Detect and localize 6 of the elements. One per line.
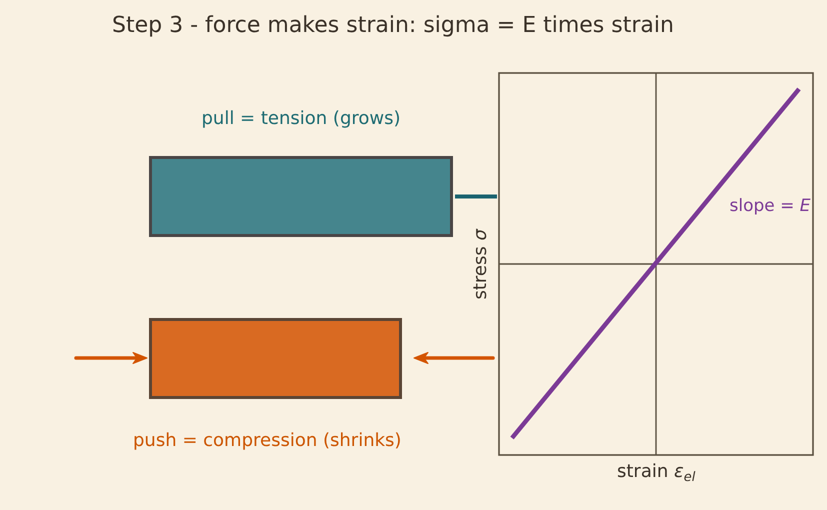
axis-title: stress σ xyxy=(470,228,492,300)
bar-caption: push = compression (shrinks) xyxy=(133,430,402,452)
slope-label: slope = E xyxy=(730,197,811,217)
bar-caption: pull = tension (grows) xyxy=(202,108,401,130)
axis-title: strain ε$_{el}$ xyxy=(617,462,696,482)
title: Step 3 - force makes strain: sigma = E times strain xyxy=(112,12,674,38)
